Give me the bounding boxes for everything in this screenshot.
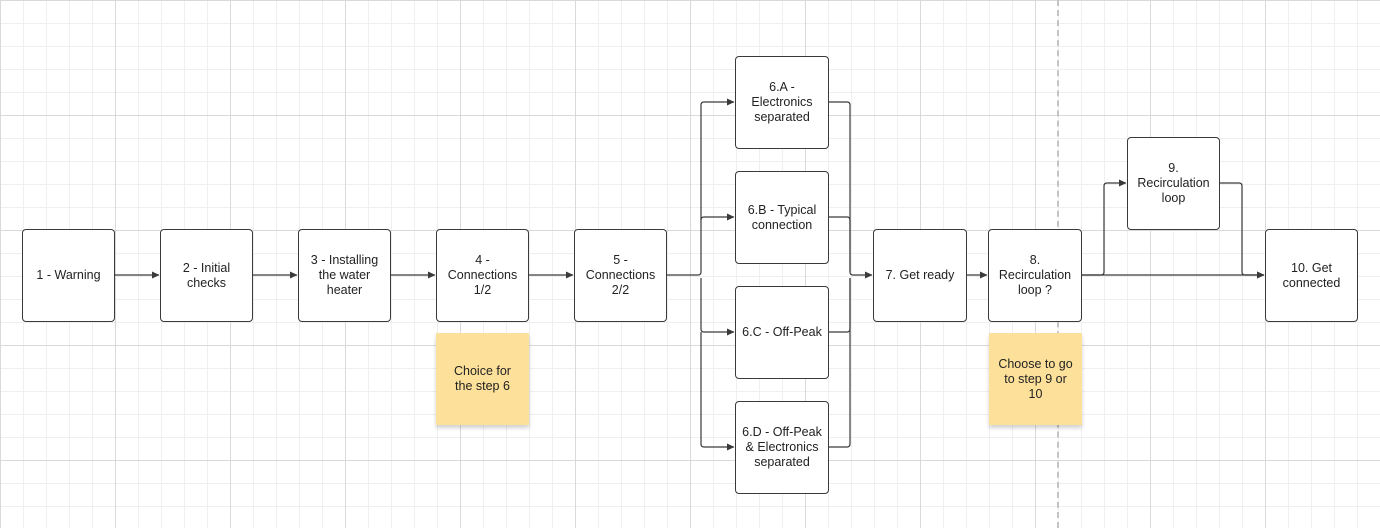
node-recirculation-loop[interactable]: 9. Recirculation loop [1127, 137, 1220, 230]
node-6a-electronics-separated[interactable]: 6.A - Electronics separated [735, 56, 829, 149]
connector-5-to-6d[interactable] [700, 332, 735, 451]
sticky-note-step9-or-10[interactable]: Choose to go to step 9 or 10 [989, 333, 1082, 425]
node-get-ready[interactable]: 7. Get ready [873, 229, 967, 322]
connector-9-to-10[interactable] [1219, 182, 1265, 279]
node-initial-checks[interactable]: 2 - Initial checks [160, 229, 253, 322]
node-warning[interactable]: 1 - Warning [22, 229, 115, 322]
node-6c-off-peak[interactable]: 6.C - Off-Peak [735, 286, 829, 379]
sticky-note-step6-choice[interactable]: Choice for the step 6 [436, 333, 529, 425]
connector-8-to-9[interactable] [1081, 179, 1127, 276]
connector-5-to-6b[interactable] [700, 213, 735, 221]
node-get-connected[interactable]: 10. Get connected [1265, 229, 1358, 322]
connector-5-to-6c[interactable] [700, 278, 735, 336]
node-6b-typical-connection[interactable]: 6.B - Typical connection [735, 171, 829, 264]
node-connections-1-of-2[interactable]: 4 - Connections 1/2 [436, 229, 529, 322]
node-connections-2-of-2[interactable]: 5 - Connections 2/2 [574, 229, 667, 322]
connector-5-to-6a[interactable] [666, 98, 735, 276]
connector-6d-to-7[interactable] [828, 278, 851, 448]
connector-6c-to-7[interactable] [828, 278, 851, 333]
node-installing-water-heater[interactable]: 3 - Installing the water heater [298, 229, 391, 322]
node-6d-off-peak-electronics-separated[interactable]: 6.D - Off-Peak & Electronics separated [735, 401, 829, 494]
connector-6a-to-7[interactable] [828, 101, 873, 279]
connector-6b-to-7[interactable] [828, 216, 851, 272]
node-recirculation-loop-question[interactable]: 8. Recirculation loop ? [988, 229, 1082, 322]
